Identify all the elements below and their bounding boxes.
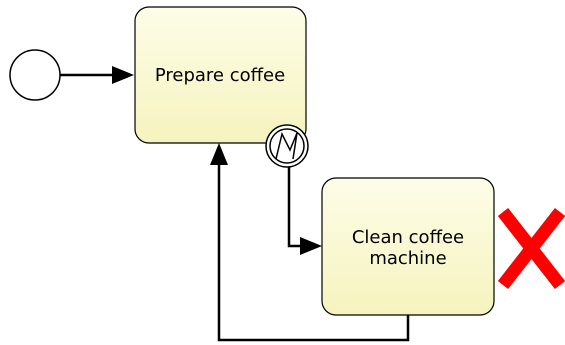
- error-boundary-event-icon[interactable]: [265, 124, 309, 168]
- task-prepare-coffee[interactable]: Prepare coffee: [134, 6, 307, 144]
- task-label-line-2: machine: [369, 248, 446, 269]
- sequence-flow-clean-to-prepare[interactable]: [210, 143, 410, 342]
- sequence-flow-start-to-prepare[interactable]: [60, 66, 134, 84]
- start-event-icon[interactable]: [9, 49, 61, 101]
- task-label: Prepare coffee: [155, 65, 285, 86]
- exception-flow-to-clean[interactable]: [287, 167, 322, 255]
- task-clean-coffee-machine[interactable]: Clean coffee machine: [321, 177, 495, 316]
- task-label-line-1: Clean coffee: [352, 227, 464, 248]
- red-x-icon: [497, 207, 565, 290]
